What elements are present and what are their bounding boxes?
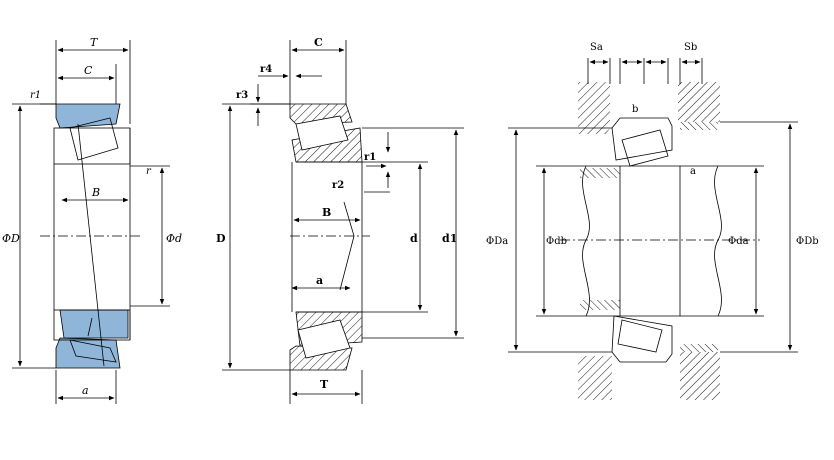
bearing-diagram-2: C r4 r3 D r1 r2 d d1 B a [216,36,464,404]
dimension-a: a [82,384,89,397]
outer-ring-bottom-section [55,337,121,369]
dimension-T: T [90,36,99,49]
dimension-D: ΦD [2,232,20,245]
housing-top-left [578,82,610,134]
dimension-B: B [322,206,331,219]
chamfer-r: r [146,166,152,177]
label-b: b [632,104,638,115]
chamfer-r1: r1 [30,90,41,101]
chamfer-r3: r3 [236,90,248,101]
housing-top-right [678,82,720,122]
spacing-Sa: Sa [590,42,603,53]
chamfer-r1: r1 [364,152,376,163]
chamfer-r4: r4 [260,64,272,75]
dimension-da: Φda [728,236,749,247]
bearing-diagram-1: T C r1 ΦD r Φd B a [2,36,182,404]
dimension-B: B [91,186,100,199]
dimension-d1: d1 [442,232,457,245]
dimension-db: Φdb [546,236,567,247]
inner-ring-bottom-section [59,309,129,339]
bearing-diagram-3: Sa Sb b a ΦDa Φdb Φda ΦDb [486,42,819,400]
dimension-D: D [216,232,226,245]
spacing-Sb: Sb [684,42,697,53]
outer-ring-top-section [55,103,121,129]
dimension-a: a [316,274,323,287]
dimension-d: Φd [166,232,182,245]
chamfer-r2: r2 [332,180,344,191]
dimension-C: C [314,36,323,49]
dimension-d: d [410,232,418,245]
dimension-Db: ΦDb [796,236,819,247]
dimension-Da: ΦDa [486,236,508,247]
label-a: a [690,166,696,177]
dimension-C: C [84,64,93,77]
dimension-T: T [320,378,329,391]
